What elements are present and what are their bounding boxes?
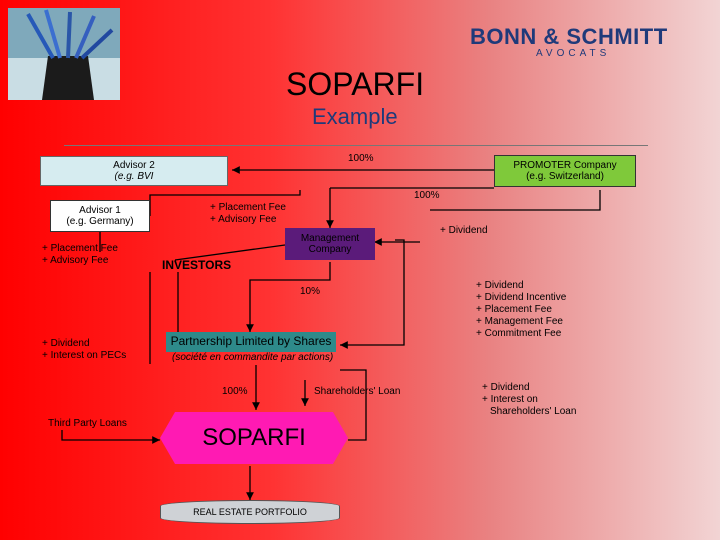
pct-top: 100% — [348, 153, 374, 164]
fee-item: + Advisory Fee — [42, 255, 109, 266]
fee-item: + Dividend Incentive — [476, 292, 567, 303]
partnership-box: Partnership Limited by Shares — [166, 332, 336, 352]
fee-item: + Advisory Fee — [210, 214, 277, 225]
fees-left: + Placement Fee + Advisory Fee — [42, 243, 118, 267]
partnership-name: Partnership Limited by Shares — [170, 334, 332, 349]
fees-management: + Placement Fee + Advisory Fee — [210, 202, 286, 226]
advisor1-name: Advisor 1 — [79, 204, 121, 216]
dividend-item: + Interest on PECs — [42, 350, 127, 361]
portfolio-box: REAL ESTATE PORTFOLIO — [160, 500, 340, 524]
dividend-management: + Dividend — [440, 225, 488, 236]
investors-label: INVESTORS — [162, 258, 232, 272]
promoter-jurisdiction: (e.g. Switzerland) — [526, 171, 604, 182]
left-dividend-list: + Dividend + Interest on PECs — [42, 338, 126, 362]
fee-item: + Placement Fee — [210, 202, 286, 213]
partnership-french-name: (société en commandite par actions) — [172, 352, 334, 363]
dividend-item: + Interest on — [482, 394, 538, 405]
advisor1-box: Advisor 1 (e.g. Germany) — [50, 200, 150, 232]
shareholders-loan-label: Shareholders' Loan — [314, 386, 401, 397]
fee-item: + Dividend — [476, 280, 524, 291]
pencils-photo — [8, 8, 120, 100]
management-line1: Management — [300, 232, 360, 244]
advisor2-box: Advisor 2 (e.g. BVI — [40, 156, 228, 186]
dividend-item: + Dividend — [42, 338, 90, 349]
page-title: SOPARFI — [286, 66, 425, 102]
pct-soparfi: 100% — [222, 386, 248, 397]
third-party-loans-label: Third Party Loans — [48, 418, 127, 429]
advisor2-name: Advisor 2 — [113, 159, 155, 171]
management-company-box: Management Company — [285, 228, 375, 260]
soparfi-box: SOPARFI — [160, 412, 348, 464]
right-fee-list: + Dividend + Dividend Incentive + Placem… — [476, 280, 566, 340]
advisor1-jurisdiction: (e.g. Germany) — [66, 216, 134, 227]
promoter-name: PROMOTER Company — [513, 159, 617, 171]
pct-promoter: 100% — [414, 190, 440, 201]
title-divider — [64, 145, 648, 146]
management-line2: Company — [308, 244, 352, 255]
right-dividend-list: + Dividend + Interest on Shareholders' L… — [482, 382, 576, 418]
fee-item: + Placement Fee — [42, 243, 118, 254]
advisor2-jurisdiction: (e.g. BVI — [114, 171, 154, 182]
logo-subtext: AVOCATS — [536, 48, 611, 59]
promoter-box: PROMOTER Company (e.g. Switzerland) — [494, 155, 636, 187]
soparfi-label: SOPARFI — [202, 424, 306, 452]
portfolio-label: REAL ESTATE PORTFOLIO — [193, 506, 307, 517]
logo-text: BONN & SCHMITT — [470, 24, 668, 49]
dividend-item: Shareholders' Loan — [490, 406, 577, 417]
fee-item: + Commitment Fee — [476, 328, 562, 339]
pct-investors: 10% — [300, 286, 321, 297]
page-subtitle: Example — [312, 104, 398, 129]
dividend-item: + Dividend — [482, 382, 530, 393]
fee-item: + Placement Fee — [476, 304, 552, 315]
fee-item: + Management Fee — [476, 316, 563, 327]
